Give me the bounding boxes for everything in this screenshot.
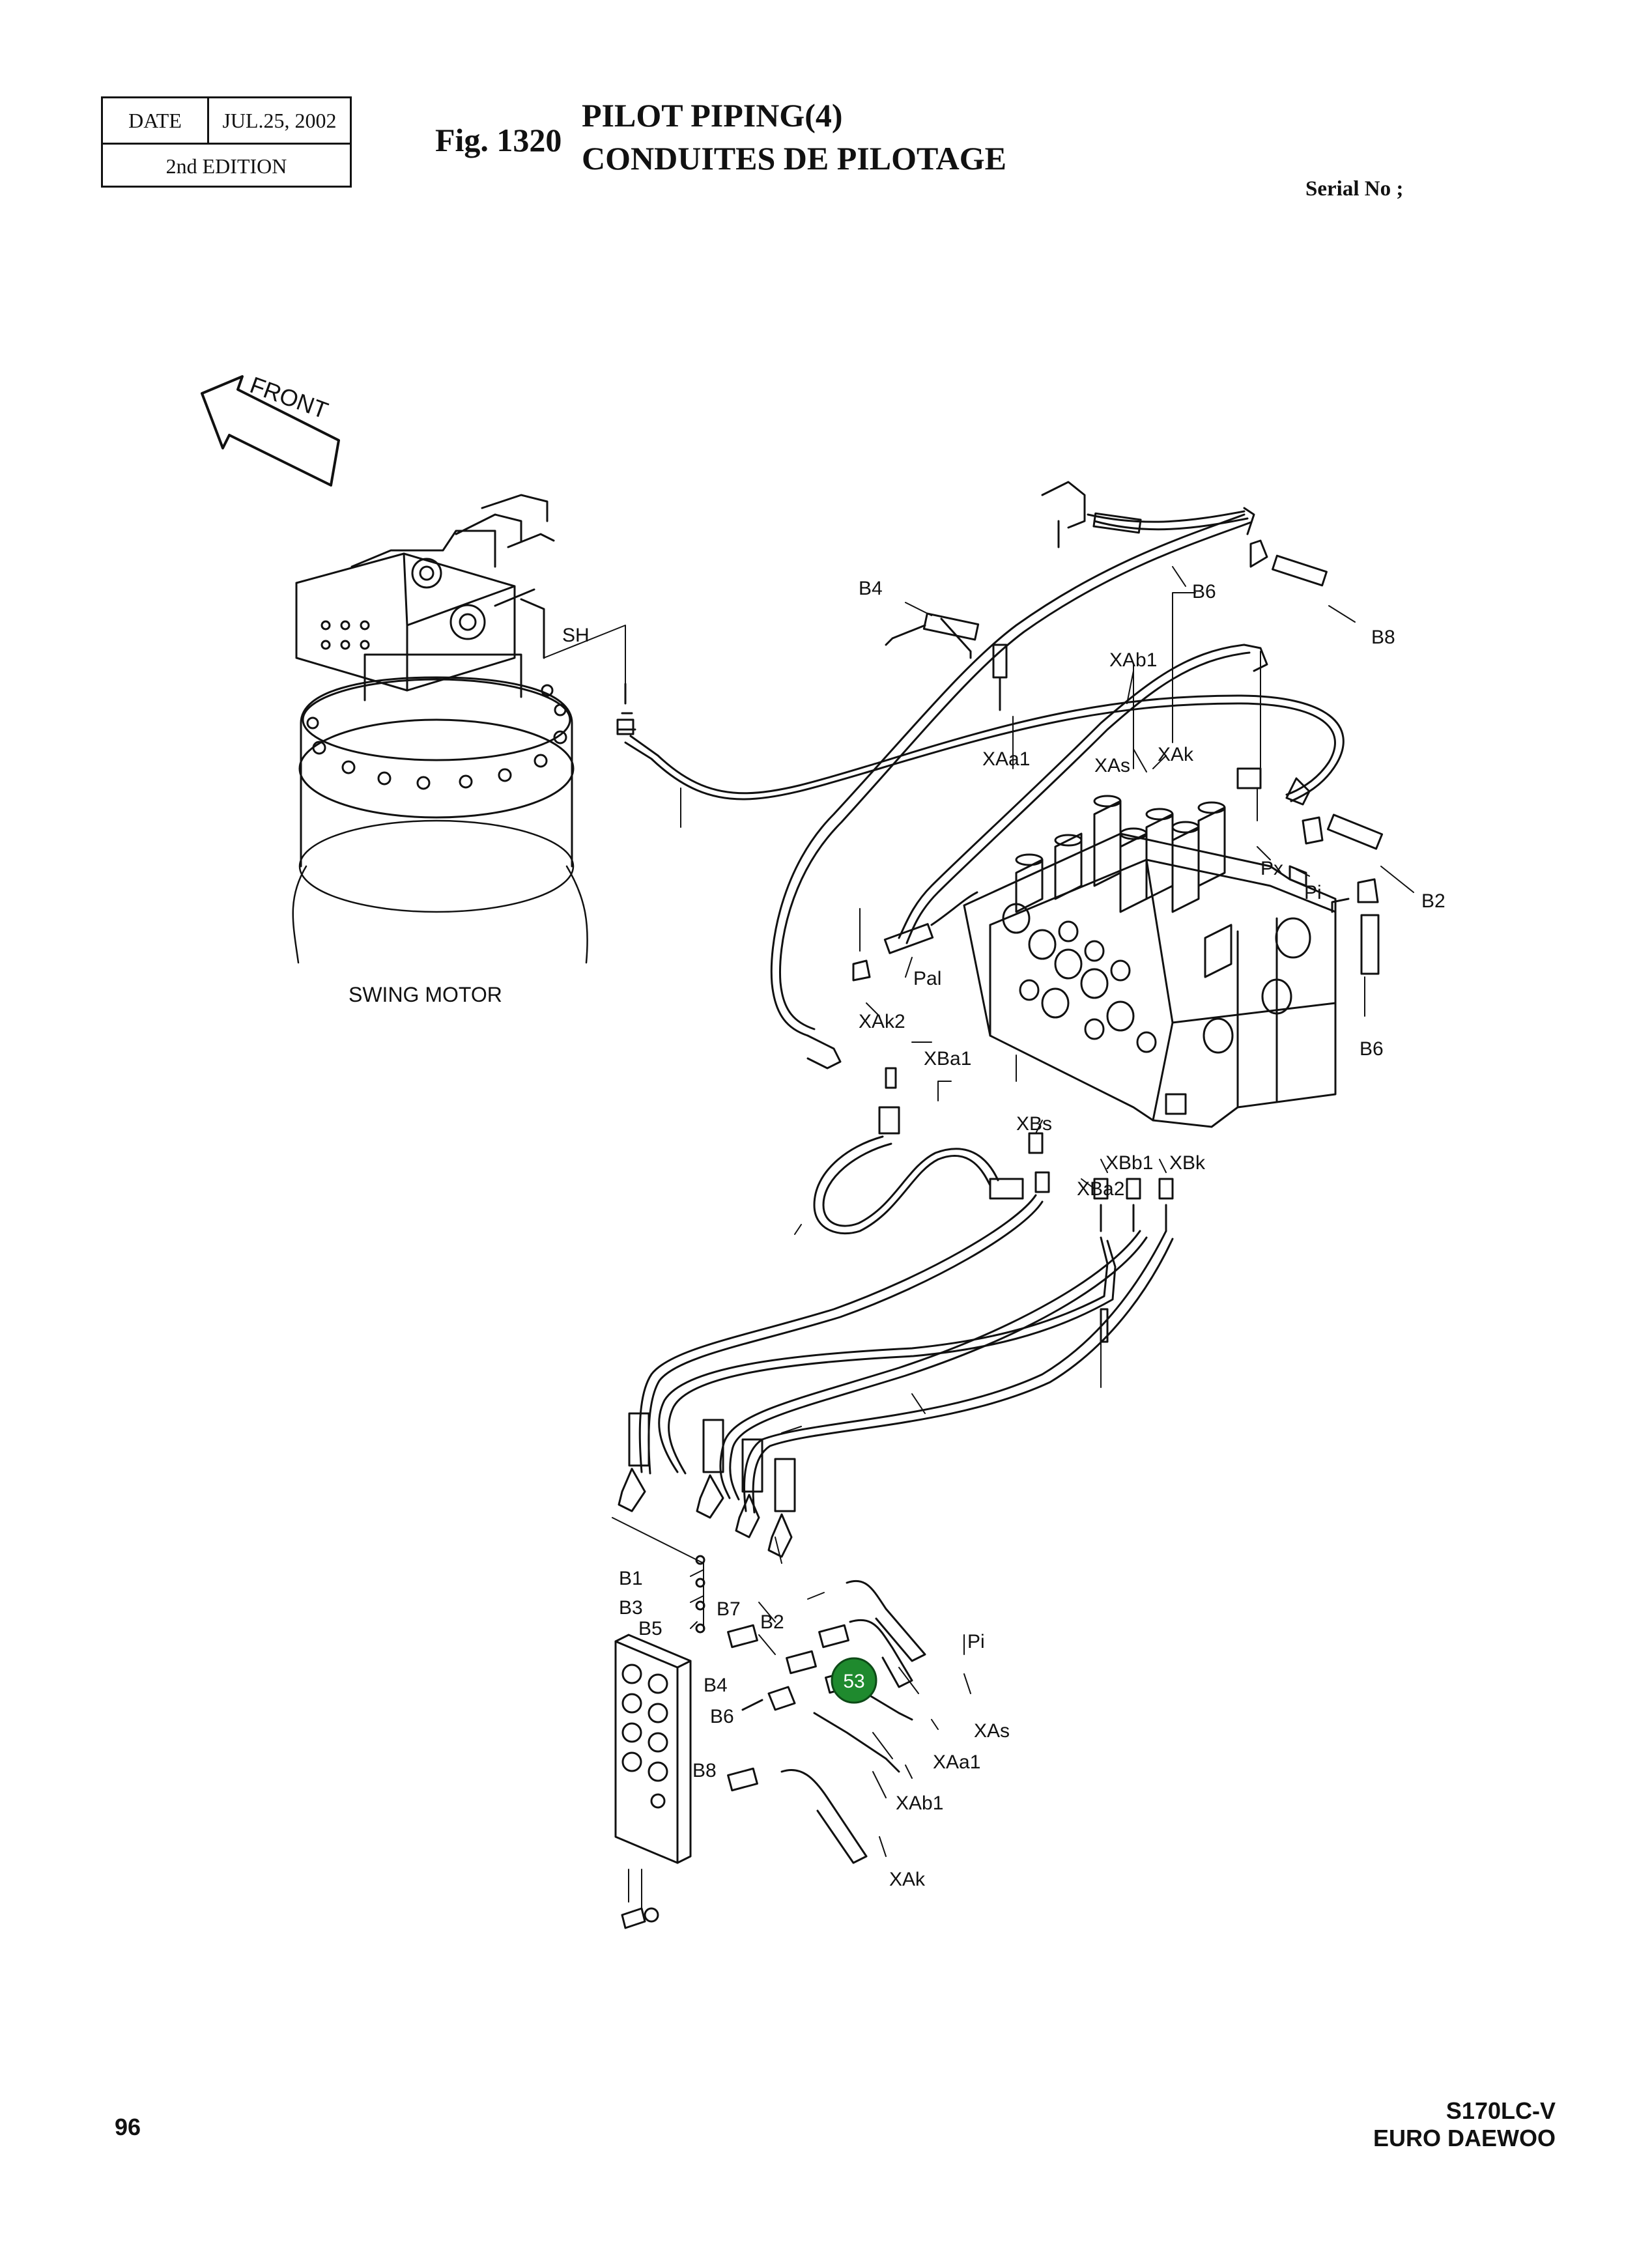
label-pi-top: Pi	[1304, 882, 1322, 903]
label-xaa1-top: XAa1	[982, 748, 1030, 770]
label-b4-top: B4	[859, 578, 883, 599]
manifold-hoses	[618, 1230, 1174, 1558]
label-pi-low: Pi	[967, 1631, 985, 1652]
edition-label: 2nd EDITION	[165, 154, 287, 178]
label-b8-low: B8	[692, 1760, 717, 1781]
brand-name: EURO DAEWOO	[1373, 2125, 1556, 2151]
title-french: CONDUITES DE PILOTAGE	[582, 140, 1006, 177]
swing-motor	[292, 494, 588, 964]
title-english: PILOT PIPING(4)	[582, 97, 843, 134]
part-callout-53[interactable]: 53	[831, 1657, 877, 1704]
label-xak2: XAk2	[859, 1011, 905, 1032]
label-b3: B3	[619, 1597, 643, 1619]
label-xas-top: XAs	[1094, 755, 1130, 776]
label-xak-top: XAk	[1158, 744, 1194, 765]
xbs-loop-hose	[638, 1132, 1174, 1475]
date-row: DATE JUL.25, 2002	[103, 98, 350, 145]
label-xak-low: XAk	[889, 1869, 926, 1890]
model-block: S170LC-V EURO DAEWOO	[1373, 2097, 1556, 2152]
label-b7: B7	[717, 1598, 741, 1620]
control-valve	[963, 795, 1337, 1128]
front-arrow	[201, 375, 340, 487]
label-b6-right: B6	[1360, 1038, 1384, 1060]
label-b6-top: B6	[1192, 581, 1216, 602]
label-b5: B5	[638, 1618, 662, 1639]
label-b2-right: B2	[1421, 890, 1445, 912]
date-value: JUL.25, 2002	[222, 108, 337, 132]
label-xaa1-low: XAa1	[933, 1751, 980, 1773]
swing-motor-label: SWING MOTOR	[349, 983, 502, 1006]
callout-number: 53	[843, 1671, 864, 1692]
model-name: S170LC-V	[1445, 2097, 1556, 2124]
upper-pilot-hoses	[770, 481, 1384, 1037]
left-valve-fittings	[806, 891, 1017, 1135]
date-edition-box: DATE JUL.25, 2002 2nd EDITION	[101, 96, 352, 188]
label-xas-low: XAs	[974, 1720, 1010, 1742]
label-b8-top: B8	[1371, 627, 1395, 648]
leader-lines	[866, 566, 1414, 1857]
page-number: 96	[115, 2114, 141, 2140]
date-label: DATE	[103, 98, 209, 143]
manifold-block	[612, 1517, 926, 1929]
figure-number: Fig. 1320	[435, 122, 562, 158]
label-xba2: XBa2	[1077, 1178, 1124, 1200]
label-xbb1: XBb1	[1105, 1152, 1153, 1174]
label-sh: SH	[562, 625, 590, 646]
label-pal: Pal	[913, 968, 941, 989]
serial-number-label: Serial No ;	[1305, 177, 1404, 201]
label-px: Px	[1260, 858, 1283, 879]
label-b1: B1	[619, 1568, 643, 1589]
label-xab1-top: XAb1	[1109, 649, 1157, 671]
label-xbk: XBk	[1169, 1152, 1206, 1174]
label-b2-low: B2	[760, 1611, 784, 1633]
label-xab1-low: XAb1	[896, 1792, 943, 1814]
sh-hose	[543, 625, 1345, 828]
label-b6-low: B6	[710, 1706, 734, 1727]
callout-circle	[831, 1657, 877, 1704]
label-xbs: XBs	[1016, 1113, 1052, 1135]
label-xba1: XBa1	[924, 1048, 971, 1070]
label-b4-low: B4	[704, 1675, 728, 1696]
